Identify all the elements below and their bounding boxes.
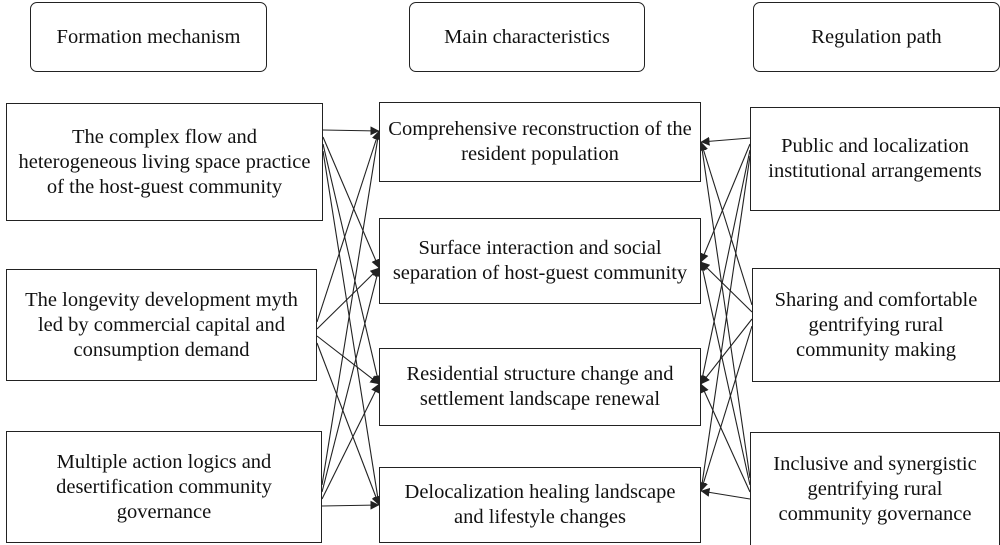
characteristic-text: Delocalization healing landscape and lif… bbox=[404, 481, 676, 528]
arrow-path-2-to-residential bbox=[700, 318, 753, 385]
path-text: Inclusive and synergistic gentrifying ru… bbox=[773, 452, 977, 525]
characteristic-box-delocalization: Delocalization healing landscape and lif… bbox=[379, 467, 701, 543]
path-box-institutional: Public and localization institutional ar… bbox=[750, 107, 1000, 211]
header-regulation-label: Regulation path bbox=[811, 25, 942, 48]
mechanism-box-host-guest-flow: The complex flow and heterogeneous livin… bbox=[6, 103, 323, 221]
arrow-mechanism-2-to-delocalization bbox=[316, 342, 381, 506]
mechanism-text: Multiple action logics and desertificati… bbox=[56, 450, 272, 523]
characteristic-text: Residential structure change and settlem… bbox=[406, 363, 674, 410]
header-formation-label: Formation mechanism bbox=[56, 25, 241, 48]
mechanism-box-action-logics: Multiple action logics and desertificati… bbox=[6, 431, 322, 543]
arrow-mechanism-2-to-population bbox=[316, 130, 381, 323]
arrow-path-2-to-delocalization bbox=[699, 325, 753, 492]
arrow-mechanism-3-to-interaction bbox=[321, 267, 382, 493]
header-characteristics-label: Main characteristics bbox=[444, 25, 610, 48]
characteristic-box-interaction: Surface interaction and social separatio… bbox=[379, 218, 701, 304]
arrow-path-1-to-delocalization bbox=[697, 155, 751, 492]
mechanism-text: The longevity development myth led by co… bbox=[25, 288, 298, 361]
arrow-path-2-to-population bbox=[699, 141, 753, 306]
characteristic-box-residential: Residential structure change and settlem… bbox=[379, 348, 701, 426]
characteristic-text: Comprehensive reconstruction of the resi… bbox=[388, 118, 692, 165]
arrow-path-3-to-population bbox=[697, 141, 751, 479]
arrow-path-1-to-residential bbox=[698, 149, 751, 385]
characteristic-box-population: Comprehensive reconstruction of the resi… bbox=[379, 102, 701, 182]
header-main-characteristics: Main characteristics bbox=[409, 2, 645, 72]
path-box-community-making: Sharing and comfortable gentrifying rura… bbox=[752, 268, 1000, 382]
path-box-governance: Inclusive and synergistic gentrifying ru… bbox=[750, 432, 1000, 545]
arrow-path-3-to-interaction bbox=[698, 261, 751, 486]
path-text: Public and localization institutional ar… bbox=[768, 135, 982, 182]
arrow-mechanism-2-to-residential bbox=[316, 335, 380, 385]
header-regulation-path: Regulation path bbox=[753, 2, 1000, 72]
path-text: Sharing and comfortable gentrifying rura… bbox=[774, 288, 978, 361]
arrow-mechanism-1-to-interaction bbox=[322, 136, 380, 269]
arrow-path-1-to-interaction bbox=[700, 143, 751, 263]
arrow-mechanism-1-to-population bbox=[322, 126, 380, 136]
arrow-mechanism-3-to-residential bbox=[321, 383, 380, 500]
arrow-mechanism-3-to-population bbox=[321, 130, 383, 486]
arrow-path-3-to-delocalization bbox=[700, 487, 751, 500]
arrow-mechanism-1-to-delocalization bbox=[322, 150, 383, 506]
arrow-path-3-to-residential bbox=[700, 383, 751, 493]
characteristic-text: Surface interaction and social separatio… bbox=[392, 237, 688, 284]
arrow-path-2-to-interaction bbox=[700, 261, 753, 313]
arrow-path-1-to-population bbox=[700, 136, 751, 146]
mechanism-box-longevity-myth: The longevity development myth led by co… bbox=[6, 269, 317, 381]
mechanism-text: The complex flow and heterogeneous livin… bbox=[18, 125, 311, 198]
arrow-mechanism-1-to-residential bbox=[322, 143, 382, 385]
header-formation-mechanism: Formation mechanism bbox=[30, 2, 267, 72]
arrow-mechanism-2-to-interaction bbox=[316, 267, 380, 330]
arrow-mechanism-3-to-delocalization bbox=[321, 500, 380, 510]
